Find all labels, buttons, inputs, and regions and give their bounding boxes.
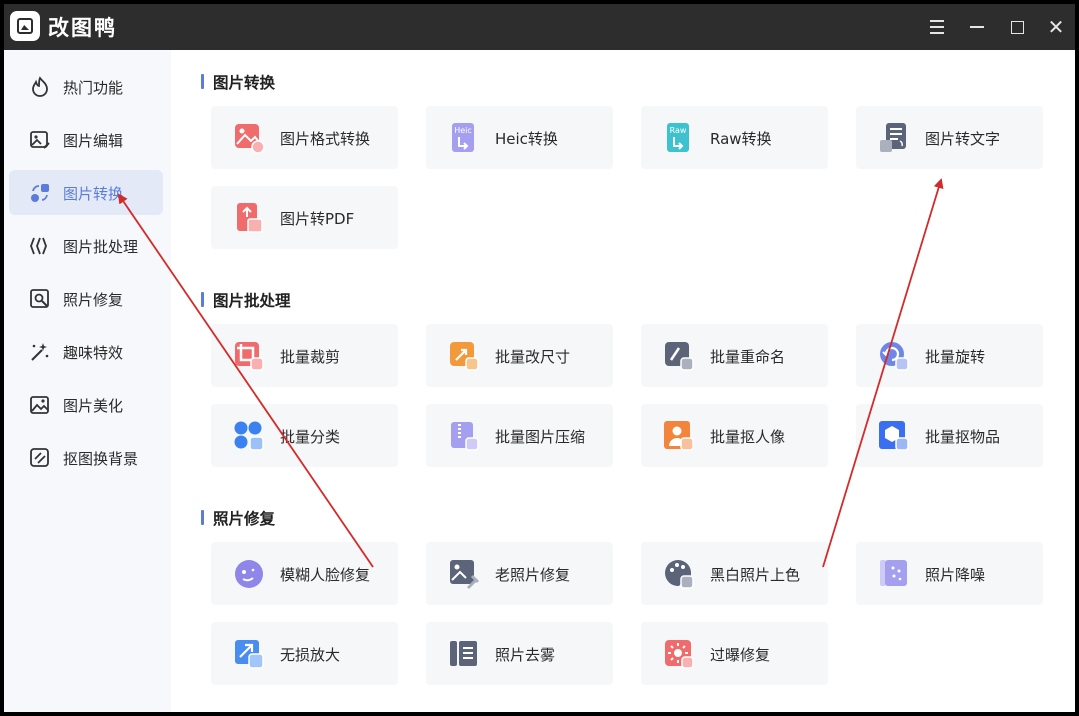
- card-label: 批量抠物品: [925, 428, 1001, 446]
- svg-text:Raw: Raw: [670, 126, 687, 135]
- card-label: 无损放大: [280, 646, 341, 664]
- heic-icon: Heic: [452, 123, 474, 152]
- dehaze-icon: [450, 641, 477, 666]
- face-repair-icon: [235, 560, 263, 588]
- card-image-to-text[interactable]: 图片转文字: [856, 106, 1043, 169]
- card-raw-convert[interactable]: Raw Raw转换: [641, 106, 828, 169]
- card-label: 批量分类: [280, 428, 341, 446]
- card-heic-convert[interactable]: Heic Heic转换: [426, 106, 613, 169]
- card-label: 图片转文字: [925, 130, 1001, 148]
- card-batch-portrait-cutout[interactable]: 批量抠人像: [641, 404, 828, 467]
- batch-portrait-cutout-icon: [664, 421, 694, 451]
- card-label: Heic转换: [495, 130, 558, 148]
- maximize-icon[interactable]: [1004, 14, 1030, 40]
- sidebar-item-label: 热门功能: [63, 79, 124, 97]
- image-to-text-icon: [880, 123, 906, 152]
- card-face-repair[interactable]: 模糊人脸修复: [211, 542, 398, 605]
- card-label: 过曝修复: [710, 646, 771, 664]
- convert-icon: [31, 184, 49, 202]
- card-label: 批量旋转: [925, 348, 986, 366]
- card-label: 老照片修复: [495, 566, 571, 584]
- card-batch-rotate[interactable]: 批量旋转: [856, 324, 1043, 387]
- card-batch-resize[interactable]: 批量改尺寸: [426, 324, 613, 387]
- card-old-photo-repair[interactable]: 老照片修复: [426, 542, 613, 605]
- fire-icon: [32, 76, 48, 97]
- batch-resize-icon: [450, 342, 479, 371]
- card-label: 批量裁剪: [280, 348, 341, 366]
- close-icon[interactable]: ✕: [1047, 15, 1065, 39]
- batch-crop-icon: [235, 342, 264, 371]
- overexposure-icon: [665, 640, 694, 669]
- colorize-icon: [665, 559, 694, 589]
- sidebar: 热门功能 图片编辑 图片转换 图片批处理 照片修复 趣味特效 图片美化 抠图换: [4, 50, 171, 712]
- sidebar-item-image-beautify[interactable]: 图片美化: [9, 382, 163, 427]
- cutout-icon: [30, 448, 49, 467]
- card-batch-compress[interactable]: 批量图片压缩: [426, 404, 613, 467]
- sidebar-item-label: 抠图换背景: [63, 450, 139, 468]
- sidebar-item-image-convert[interactable]: 图片转换: [9, 170, 163, 215]
- upscale-icon: [235, 640, 264, 669]
- batch-icon: [30, 237, 47, 255]
- sidebar-item-photo-repair[interactable]: 照片修复: [9, 276, 163, 321]
- card-label: 批量图片压缩: [495, 428, 586, 446]
- sidebar-item-label: 图片转换: [63, 185, 124, 203]
- image-beautify-icon: [30, 396, 49, 414]
- card-label: 模糊人脸修复: [280, 566, 371, 584]
- title-bar: 改图鸭 ✕: [4, 4, 1075, 50]
- sidebar-item-batch[interactable]: 图片批处理: [9, 223, 163, 268]
- sidebar-item-label: 趣味特效: [63, 344, 124, 362]
- image-to-pdf-icon: [237, 203, 263, 233]
- format-convert-icon: [235, 124, 265, 154]
- card-denoise[interactable]: 照片降噪: [856, 542, 1043, 605]
- image-edit-icon: [30, 131, 50, 149]
- section-title: 照片修复: [201, 507, 275, 529]
- sidebar-item-fun-effects[interactable]: 趣味特效: [9, 329, 163, 374]
- card-label: 批量改尺寸: [495, 348, 571, 366]
- minimize-icon[interactable]: [964, 14, 990, 40]
- card-colorize[interactable]: 黑白照片上色: [641, 542, 828, 605]
- card-label: 黑白照片上色: [710, 566, 801, 584]
- sidebar-item-label: 图片美化: [63, 397, 124, 415]
- card-batch-rename[interactable]: 批量重命名: [641, 324, 828, 387]
- card-image-to-pdf[interactable]: 图片转PDF: [211, 186, 398, 249]
- app-logo-icon: [10, 11, 40, 41]
- sidebar-item-cutout[interactable]: 抠图换背景: [9, 435, 163, 480]
- denoise-icon: [880, 560, 907, 586]
- batch-object-cutout-icon: [879, 421, 909, 451]
- old-photo-repair-icon: [450, 560, 480, 590]
- card-label: 图片格式转换: [280, 130, 371, 148]
- card-batch-crop[interactable]: 批量裁剪: [211, 324, 398, 387]
- card-label: 批量重命名: [710, 348, 786, 366]
- section-title: 图片转换: [201, 71, 275, 93]
- card-batch-object-cutout[interactable]: 批量抠物品: [856, 404, 1043, 467]
- card-label: 照片去雾: [495, 646, 556, 664]
- card-format-convert[interactable]: 图片格式转换: [211, 106, 398, 169]
- card-label: 图片转PDF: [280, 210, 355, 228]
- card-batch-classify[interactable]: 批量分类: [211, 404, 398, 467]
- card-label: 照片降噪: [925, 566, 986, 584]
- sidebar-item-image-edit[interactable]: 图片编辑: [9, 117, 163, 162]
- svg-text:Heic: Heic: [454, 126, 472, 135]
- batch-classify-icon: [234, 421, 264, 451]
- card-dehaze[interactable]: 照片去雾: [426, 622, 613, 685]
- main-content: 图片转换 图片格式转换 Heic Heic转换 Raw Raw转换 图片转文字 …: [171, 50, 1075, 712]
- sidebar-item-label: 图片编辑: [63, 132, 124, 150]
- card-overexposure-repair[interactable]: 过曝修复: [641, 622, 828, 685]
- app-window: 改图鸭 ✕ 热门功能 图片编辑 图片转换 图片批处理 照片修复: [4, 4, 1075, 712]
- batch-compress-icon: [451, 422, 479, 451]
- raw-icon: Raw: [667, 123, 689, 152]
- photo-repair-icon: [30, 289, 49, 308]
- sidebar-item-hot[interactable]: 热门功能: [9, 64, 163, 109]
- batch-rename-icon: [665, 342, 694, 371]
- card-label: Raw转换: [710, 130, 772, 148]
- sidebar-item-label: 照片修复: [63, 291, 124, 309]
- magic-wand-icon: [31, 343, 49, 361]
- card-upscale[interactable]: 无损放大: [211, 622, 398, 685]
- menu-icon[interactable]: [924, 14, 950, 40]
- app-title: 改图鸭: [48, 16, 117, 40]
- sidebar-item-label: 图片批处理: [63, 238, 139, 256]
- card-label: 批量抠人像: [710, 428, 786, 446]
- batch-rotate-icon: [880, 342, 909, 371]
- section-title: 图片批处理: [201, 289, 291, 311]
